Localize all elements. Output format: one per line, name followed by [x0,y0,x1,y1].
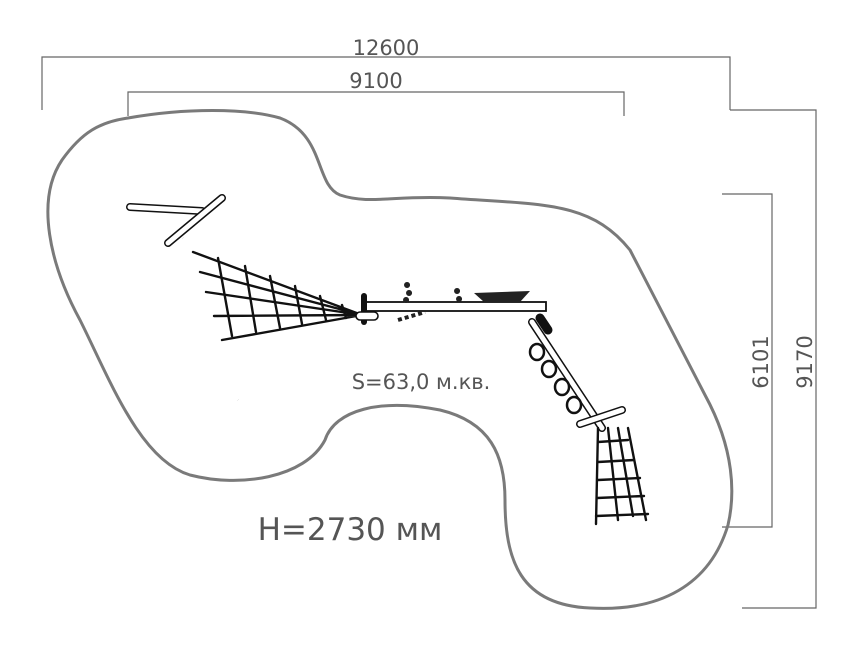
left-pole-fill [181,237,240,401]
central-beam [355,282,547,325]
area-label: S=63,0 м.кв. [352,370,491,394]
left-climbing-net [191,250,364,342]
right-pole-fill [529,319,605,431]
dimension-total-height-label: 9170 [793,335,817,388]
dimension-total-width-label: 12600 [353,36,420,60]
left-top-bar-fill [127,204,205,214]
safety-zone-outline [46,109,734,610]
ring-2 [540,359,558,379]
dimension-inner-height: 6101 [722,193,773,528]
ring-1 [528,342,546,362]
dimension-inner-height-label: 6101 [749,335,773,388]
bead-chain-right [454,288,463,302]
dimension-total-height: 9170 [730,109,817,609]
right-cross-bar-fill [577,407,625,427]
basket-seat [474,291,530,302]
climbing-rings [528,342,583,415]
right-ladder-structure [528,313,650,526]
right-pole-cap [535,313,553,335]
dimension-inner-width-label: 9100 [349,69,402,93]
ring-3 [553,377,571,397]
dimension-inner-width: 9100 [127,69,625,116]
left-net-structure [126,194,364,401]
rope-under-beam [397,310,426,322]
bead-chain-left [403,282,413,303]
dimension-total-width: 12600 [41,36,731,110]
ring-4 [565,395,583,415]
left-cross-bar-fill [165,195,225,246]
beam-bar [363,301,547,312]
beam-end-cap [355,311,379,321]
right-climbing-net [594,426,650,526]
height-label: H=2730 мм [258,512,443,548]
